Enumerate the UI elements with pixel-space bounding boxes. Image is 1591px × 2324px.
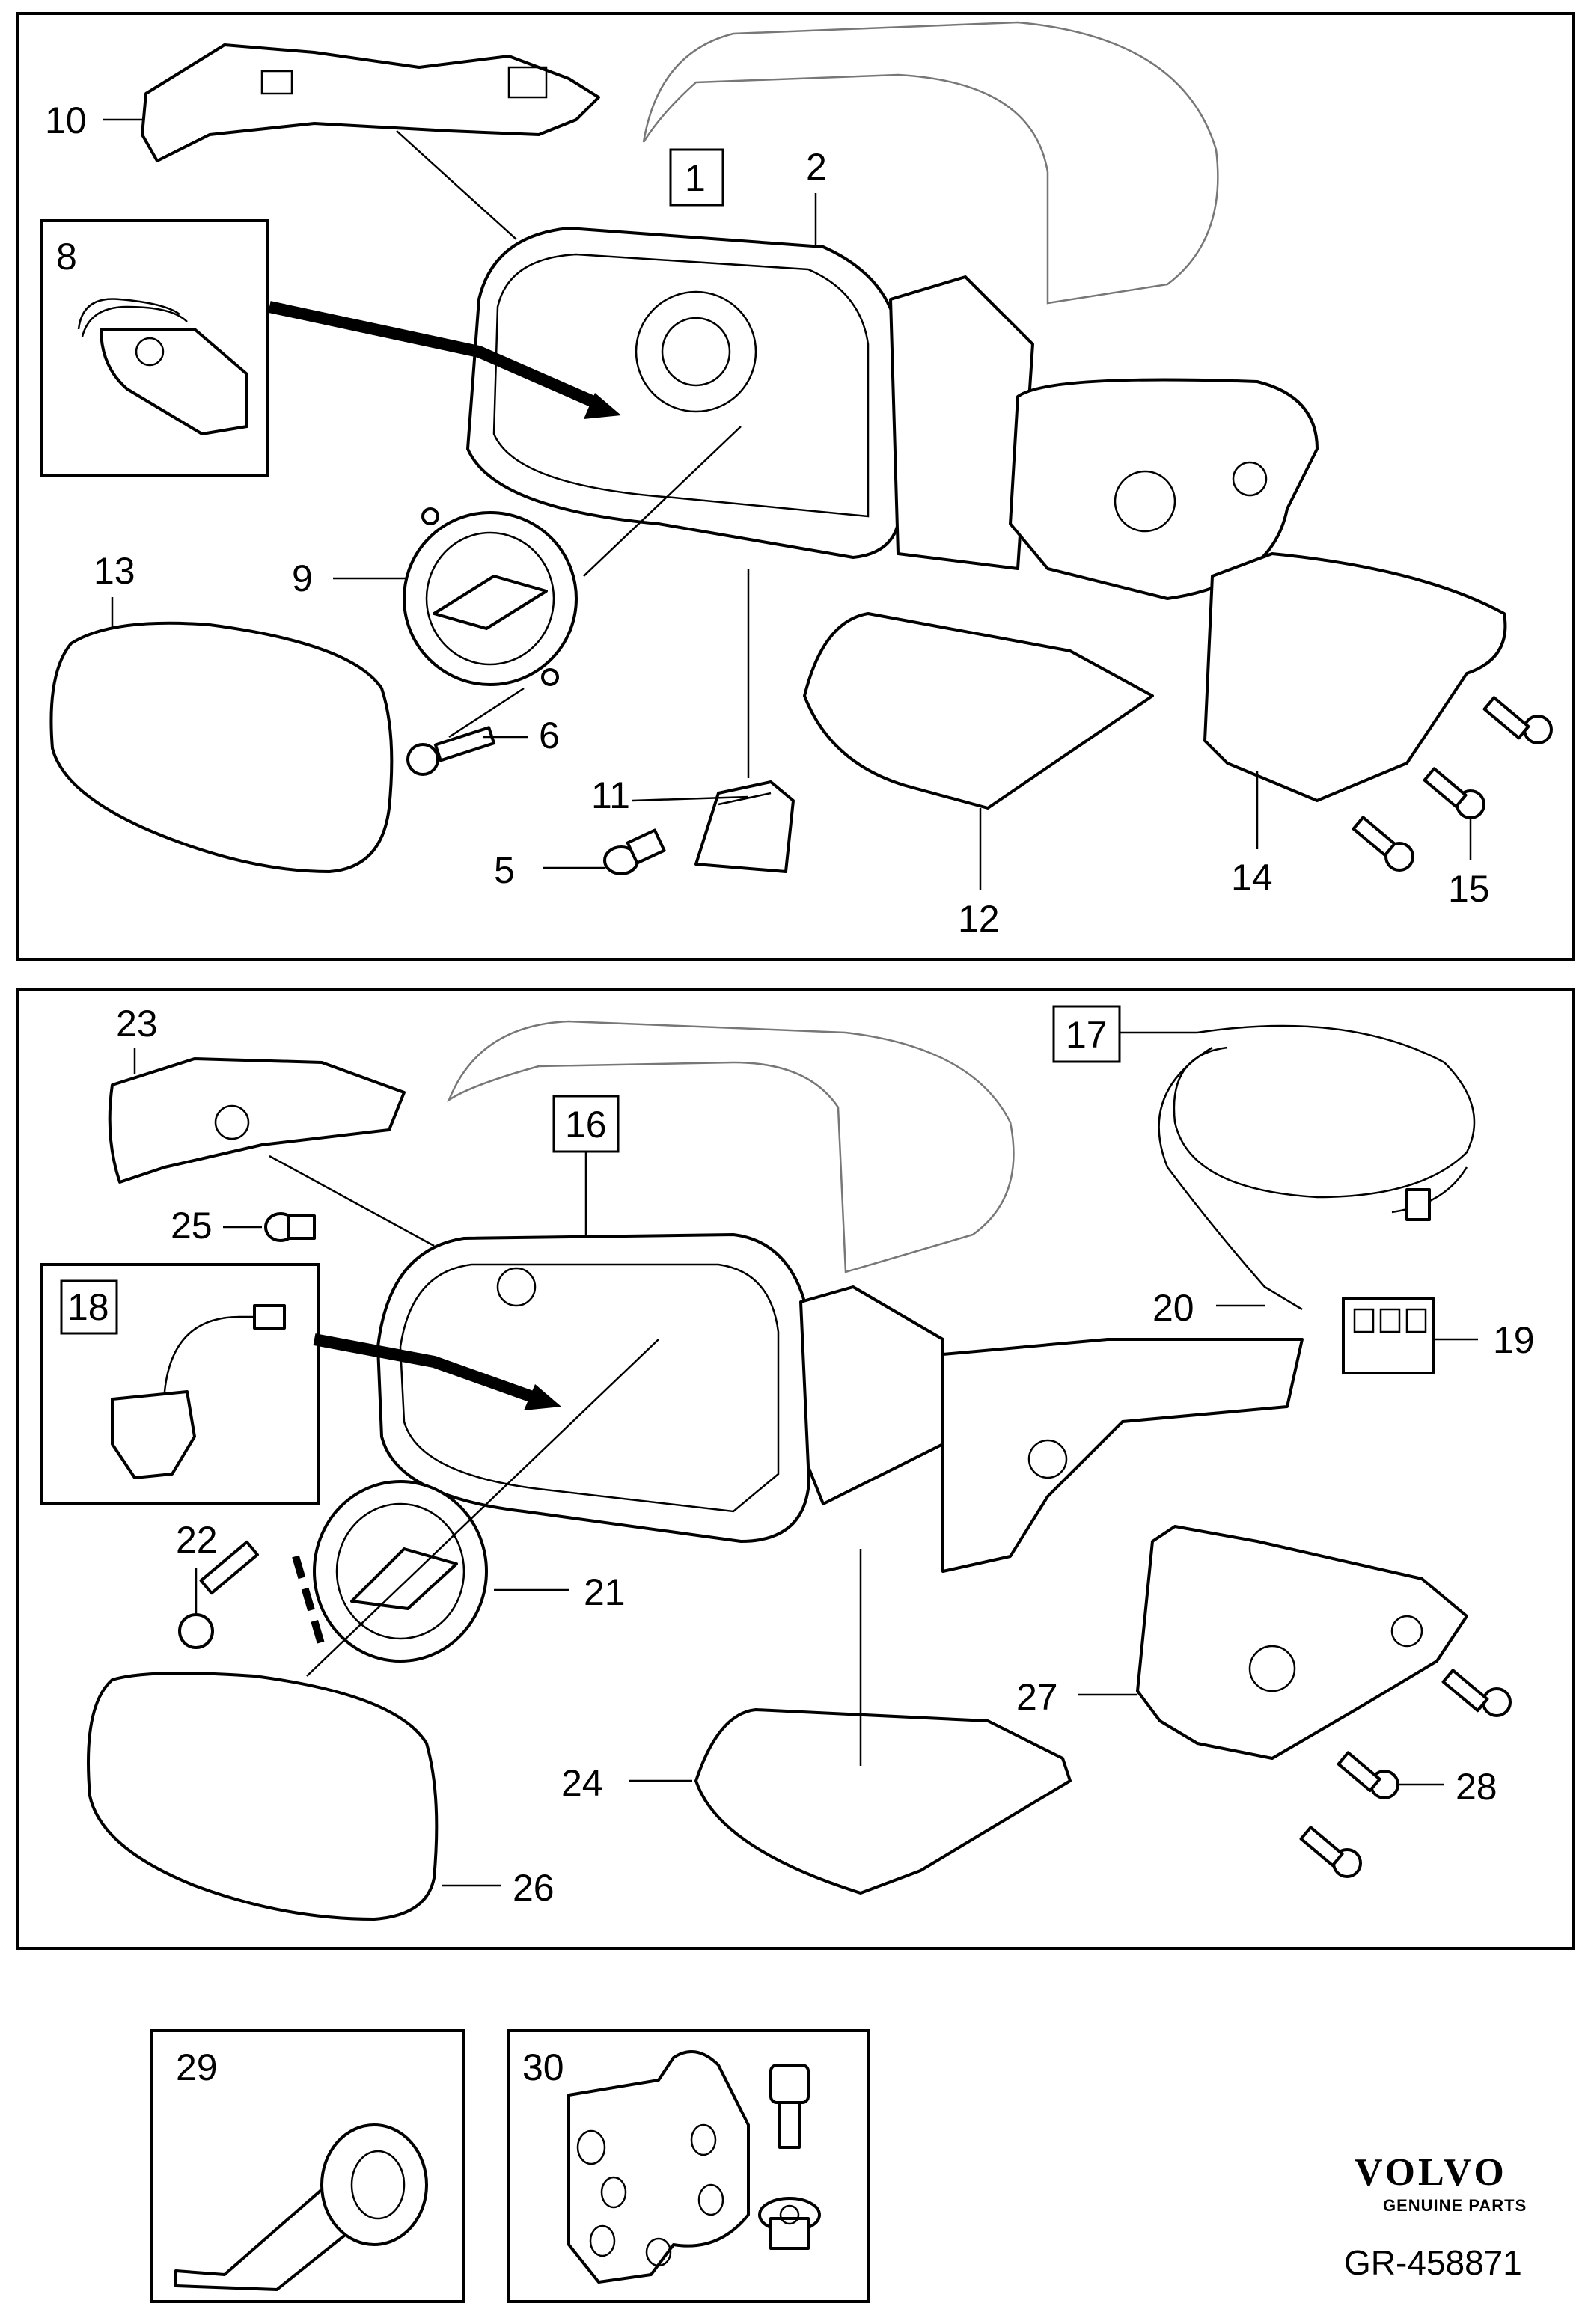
callout-25: 25 bbox=[171, 1205, 213, 1247]
callout-12: 12 bbox=[958, 898, 1000, 940]
callout-19: 19 bbox=[1493, 1319, 1535, 1361]
callout-8: 9 bbox=[292, 557, 313, 599]
arrow-18-to-housing bbox=[313, 1333, 541, 1405]
callout-5: 5 bbox=[494, 849, 515, 891]
part-25-drawing bbox=[264, 1212, 316, 1242]
callout-6: 8 bbox=[56, 236, 77, 278]
mirror-housing-drawing bbox=[466, 227, 1319, 600]
callout-18: 18 bbox=[67, 1286, 109, 1328]
part-22-drawing bbox=[178, 1540, 259, 1649]
callout-1: 1 bbox=[685, 157, 706, 199]
mirror-cover-ghost bbox=[642, 21, 1219, 305]
part-12-drawing bbox=[803, 612, 1154, 810]
part-30-box: 30 bbox=[507, 2029, 870, 2303]
part-15-drawing bbox=[1352, 696, 1553, 872]
part-28-drawing bbox=[1299, 1669, 1512, 1878]
callout-27: 27 bbox=[1016, 1676, 1058, 1718]
part-21-drawing bbox=[292, 1480, 488, 1663]
part-24-drawing bbox=[694, 1708, 1072, 1895]
part-18-drawing bbox=[111, 1304, 286, 1479]
part-26-drawing bbox=[87, 1672, 439, 1921]
callout-18-box bbox=[60, 1279, 118, 1335]
part-19-drawing bbox=[1342, 1297, 1435, 1374]
callout-14: 14 bbox=[1231, 857, 1273, 899]
top-panel: 10 1 2 8 bbox=[16, 12, 1575, 961]
arrow-6-to-housing bbox=[268, 301, 602, 410]
callout-1-box bbox=[669, 148, 724, 207]
part-6-inset-box bbox=[40, 219, 269, 477]
part-11-drawing bbox=[694, 780, 795, 873]
callout-17: 17 bbox=[1066, 1014, 1108, 1056]
callout-22: 22 bbox=[176, 1519, 218, 1561]
reference-number: GR-458871 bbox=[1344, 2243, 1522, 2282]
part-29-box: 29 bbox=[150, 2029, 465, 2303]
volvo-logo: VOLVO GENUINE PARTS bbox=[1355, 2151, 1527, 2215]
callout-29: 29 bbox=[176, 2046, 218, 2088]
callout-30: 30 bbox=[522, 2046, 564, 2088]
callout-21: 21 bbox=[584, 1571, 626, 1613]
callout-10: 10 bbox=[45, 100, 87, 141]
bottom-housing-drawing bbox=[376, 1233, 1304, 1573]
bottom-panel: 23 16 17 25 bbox=[16, 988, 1575, 1950]
callout-11: 11 bbox=[591, 774, 630, 816]
callout-13: 13 bbox=[94, 550, 135, 592]
part-17-drawing bbox=[1158, 1024, 1476, 1311]
callout-20: 20 bbox=[1152, 1287, 1194, 1329]
callout-16-box bbox=[552, 1095, 620, 1153]
bottom-cover-ghost bbox=[447, 1020, 1015, 1273]
callout-16: 16 bbox=[565, 1104, 607, 1146]
part-13-drawing bbox=[49, 621, 394, 873]
part-29-drawing bbox=[174, 2123, 428, 2291]
part-8-drawing bbox=[403, 507, 578, 686]
callout-17-box bbox=[1052, 1005, 1121, 1063]
callout-2: 2 bbox=[806, 146, 827, 188]
brand-name: VOLVO bbox=[1355, 2151, 1507, 2194]
part-27-drawing bbox=[1136, 1525, 1468, 1760]
part-30-drawing bbox=[567, 2050, 821, 2284]
part-5-drawing bbox=[603, 828, 666, 875]
part-10-drawing bbox=[141, 43, 600, 162]
callout-28: 28 bbox=[1456, 1766, 1497, 1808]
brand-tagline: GENUINE PARTS bbox=[1383, 2196, 1527, 2215]
callout-23: 23 bbox=[116, 1003, 158, 1045]
part-6-drawing bbox=[77, 298, 248, 435]
callout-9: 6 bbox=[539, 715, 560, 756]
part-14-drawing bbox=[1203, 552, 1507, 802]
callout-26: 26 bbox=[513, 1867, 555, 1909]
top-panel-frame bbox=[16, 12, 1575, 961]
part-23-drawing bbox=[108, 1057, 406, 1184]
bottom-panel-frame bbox=[16, 988, 1575, 1950]
callout-15: 15 bbox=[1448, 868, 1490, 910]
part-9-drawing bbox=[406, 726, 496, 776]
callout-24: 24 bbox=[561, 1762, 603, 1804]
